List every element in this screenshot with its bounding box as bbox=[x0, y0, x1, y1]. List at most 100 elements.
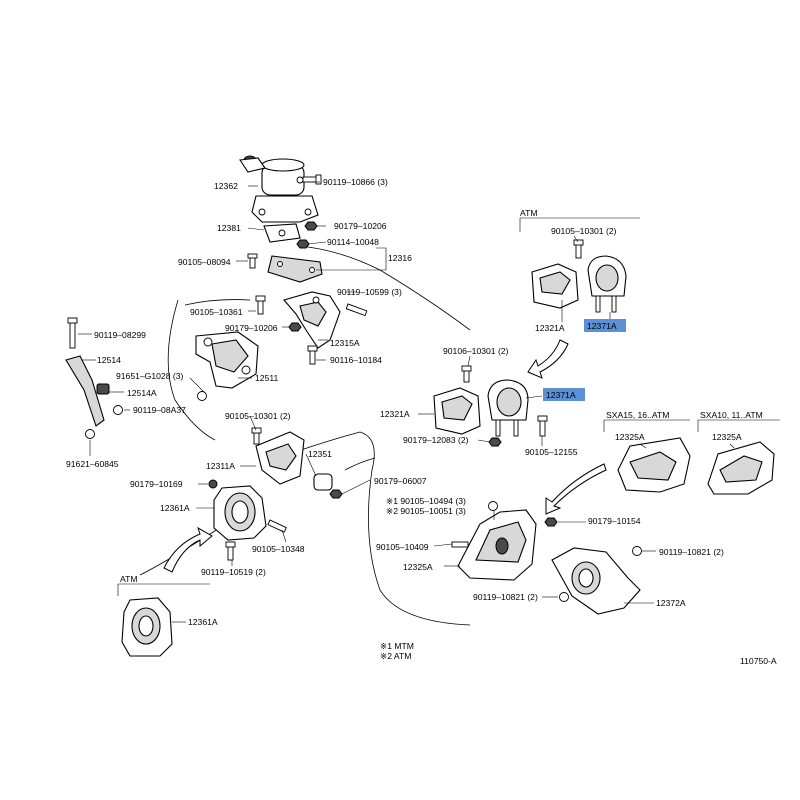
label-90119-10866[interactable]: 90119–10866 (3) bbox=[323, 177, 388, 187]
label-90119-10519[interactable]: 90119–10519 (2) bbox=[201, 567, 266, 577]
footnote-1: ※1 MTM bbox=[380, 641, 414, 651]
label-12371A-b[interactable]: 12371A bbox=[546, 390, 576, 400]
label-12511[interactable]: 12511 bbox=[255, 373, 278, 383]
bracket-12315A[interactable] bbox=[283, 291, 341, 349]
label-91621-60845[interactable]: 91621–60845 bbox=[66, 459, 119, 469]
label-90105-10301-b[interactable]: 90105–10301 (2) bbox=[551, 226, 617, 236]
bolt-90119-10599[interactable] bbox=[345, 303, 368, 317]
arrow-to-12361A bbox=[163, 526, 213, 573]
label-12371A-a[interactable]: 12371A bbox=[587, 321, 617, 331]
label-90119-08299[interactable]: 90119–08299 bbox=[94, 330, 146, 340]
bolt-90105-10348[interactable] bbox=[267, 519, 287, 533]
label-90119-10821-b[interactable]: 90119–10821 (2) bbox=[473, 592, 538, 602]
label-90179-10169[interactable]: 90179–10169 bbox=[130, 479, 183, 489]
bolt-90105-08094[interactable] bbox=[247, 253, 258, 269]
nut-90179-10206-a[interactable] bbox=[304, 221, 318, 231]
labels: 12362 90119–10866 (3) 12381 90179–10206 … bbox=[66, 177, 777, 666]
b-markers bbox=[85, 391, 642, 602]
bracket-12325A-sxa15[interactable] bbox=[617, 437, 691, 493]
label-90105-10361[interactable]: 90105–10361 bbox=[190, 307, 243, 317]
label-sxa10: SXA10, 11..ATM bbox=[700, 410, 763, 420]
nut-90179-10206-b[interactable] bbox=[288, 322, 302, 332]
clip-12514A[interactable] bbox=[96, 383, 110, 395]
harness-line bbox=[294, 431, 471, 626]
bolt-90105-10301-a[interactable] bbox=[251, 427, 262, 445]
label-12351[interactable]: 12351 bbox=[308, 449, 332, 459]
mount-12361A[interactable] bbox=[213, 485, 267, 541]
label-atm-bottom-left: ATM bbox=[120, 574, 138, 584]
label-91651-G1028[interactable]: 91651–G1028 (3) bbox=[116, 371, 184, 381]
footnote-2: ※2 ATM bbox=[380, 651, 411, 661]
nut-90179-06007[interactable] bbox=[329, 489, 343, 499]
nut-90179-12083[interactable] bbox=[488, 437, 502, 447]
mount-12321A[interactable] bbox=[433, 387, 481, 435]
label-90179-06007[interactable]: 90179–06007 bbox=[374, 476, 427, 486]
mount-12361A-atm[interactable] bbox=[121, 597, 173, 657]
label-90119-10599[interactable]: 90119–10599 (3) bbox=[337, 287, 402, 297]
bracket-12311A[interactable] bbox=[255, 431, 305, 485]
bolt-90105-10361[interactable] bbox=[255, 295, 266, 315]
label-12325A-c[interactable]: 12325A bbox=[403, 562, 433, 572]
engine-mount-12362[interactable] bbox=[239, 155, 319, 223]
sxa10-frame bbox=[697, 419, 780, 432]
mount-12371A-atm[interactable] bbox=[587, 255, 627, 313]
bracket-12325A[interactable] bbox=[457, 509, 537, 581]
nut-90179-10169[interactable] bbox=[208, 479, 218, 489]
bolt-90119-08299[interactable] bbox=[67, 317, 78, 349]
highlight-12371A bbox=[543, 388, 585, 401]
label-90179-10206-b[interactable]: 90179–10206 bbox=[225, 323, 278, 333]
mount-12511[interactable] bbox=[195, 331, 259, 389]
label-12361A-b[interactable]: 12361A bbox=[188, 617, 218, 627]
bolt-90106-10301[interactable] bbox=[461, 365, 472, 383]
bolt-90105-10301-b[interactable] bbox=[573, 239, 584, 259]
label-12321A-a[interactable]: 12321A bbox=[535, 323, 565, 333]
label-12315A[interactable]: 12315A bbox=[330, 338, 360, 348]
label-12311A[interactable]: 12311A bbox=[206, 461, 235, 471]
washer-90114-10048[interactable] bbox=[296, 239, 310, 249]
bolt-90105-12155[interactable] bbox=[537, 415, 548, 437]
bracket-12316[interactable] bbox=[267, 255, 323, 283]
bracket-12381[interactable] bbox=[263, 223, 301, 243]
label-90114-10048[interactable]: 90114–10048 bbox=[327, 237, 379, 247]
atm-top-right-frame bbox=[519, 217, 640, 232]
label-90116-10184[interactable]: 90116–10184 bbox=[330, 355, 382, 365]
label-90105-10494[interactable]: ※1 90105–10494 (3) bbox=[386, 496, 466, 506]
label-90179-12083[interactable]: 90179–12083 (2) bbox=[403, 435, 469, 445]
label-90105-12155[interactable]: 90105–12155 bbox=[525, 447, 578, 457]
label-90105-08094[interactable]: 90105–08094 bbox=[178, 257, 231, 267]
mount-12321A-atm[interactable] bbox=[531, 263, 579, 309]
label-90119-10821-a[interactable]: 90119–10821 (2) bbox=[659, 547, 724, 557]
label-90179-10206-a[interactable]: 90179–10206 bbox=[334, 221, 387, 231]
label-12514[interactable]: 12514 bbox=[97, 355, 121, 365]
label-12372A[interactable]: 12372A bbox=[656, 598, 686, 608]
label-12362[interactable]: 12362 bbox=[214, 181, 238, 191]
label-90105-10051[interactable]: ※2 90105–10051 (3) bbox=[386, 506, 466, 516]
label-90179-10154[interactable]: 90179–10154 bbox=[588, 516, 641, 526]
bolt-90116-10184[interactable] bbox=[307, 345, 318, 365]
label-90105-10301-a[interactable]: 90105–10301 (2) bbox=[225, 411, 291, 421]
label-90119-08A37[interactable]: 90119–08A37 bbox=[133, 405, 186, 415]
label-12381[interactable]: 12381 bbox=[217, 223, 241, 233]
damper-12351[interactable] bbox=[313, 473, 333, 491]
bolt-90119-10866[interactable] bbox=[302, 174, 322, 185]
label-12321A-b[interactable]: 12321A bbox=[380, 409, 410, 419]
label-12325A-a[interactable]: 12325A bbox=[615, 432, 645, 442]
arrow-to-12325A bbox=[545, 463, 607, 515]
label-90105-10348[interactable]: 90105–10348 bbox=[252, 544, 305, 554]
label-12361A-a[interactable]: 12361A bbox=[160, 503, 190, 513]
label-atm-top-right: ATM bbox=[520, 208, 538, 218]
harness-line bbox=[167, 299, 216, 441]
label-12316[interactable]: 12316 bbox=[388, 253, 412, 263]
bolt-90119-10519[interactable] bbox=[225, 541, 236, 561]
label-90106-10301[interactable]: 90106–10301 (2) bbox=[443, 346, 509, 356]
bolt-90105-10409[interactable] bbox=[451, 541, 469, 548]
label-12514A[interactable]: 12514A bbox=[127, 388, 157, 398]
bracket-12514[interactable] bbox=[65, 355, 105, 427]
mount-12372A[interactable] bbox=[551, 547, 641, 615]
bracket-12325A-sxa10[interactable] bbox=[707, 441, 775, 495]
label-12325A-b[interactable]: 12325A bbox=[712, 432, 742, 442]
nut-90179-10154[interactable] bbox=[544, 517, 558, 527]
label-90105-10409[interactable]: 90105–10409 bbox=[376, 542, 429, 552]
mount-12371A[interactable] bbox=[487, 379, 529, 437]
